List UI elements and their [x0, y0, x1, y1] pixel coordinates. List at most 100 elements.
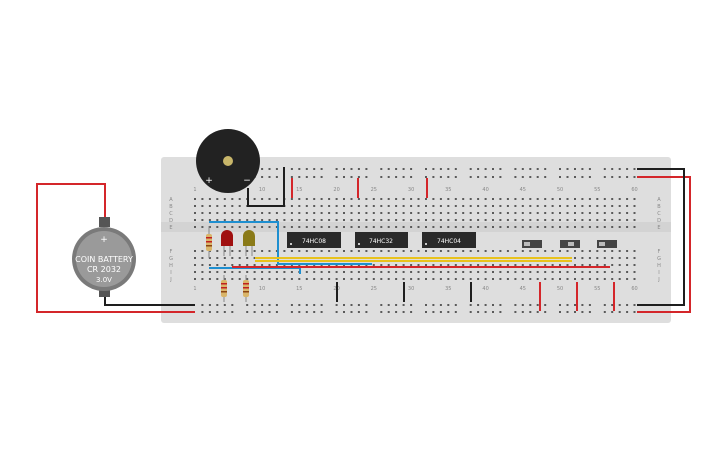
- breadboard-hole[interactable]: [559, 205, 561, 207]
- breadboard-hole[interactable]: [626, 304, 629, 306]
- breadboard-hole[interactable]: [320, 278, 323, 280]
- breadboard-hole[interactable]: [417, 205, 420, 207]
- breadboard-hole[interactable]: [551, 226, 554, 228]
- breadboard-hole[interactable]: [238, 257, 241, 259]
- breadboard-hole[interactable]: [402, 264, 405, 266]
- breadboard-hole[interactable]: [551, 271, 554, 273]
- breadboard-hole[interactable]: [499, 304, 502, 306]
- breadboard-hole[interactable]: [275, 278, 278, 280]
- breadboard-hole[interactable]: [343, 304, 345, 306]
- breadboard-hole[interactable]: [529, 176, 532, 178]
- breadboard-hole[interactable]: [432, 250, 435, 252]
- breadboard-hole[interactable]: [238, 226, 241, 228]
- breadboard-hole[interactable]: [238, 278, 241, 280]
- breadboard-hole[interactable]: [536, 212, 539, 214]
- breadboard-hole[interactable]: [477, 250, 480, 252]
- breadboard-hole[interactable]: [439, 271, 442, 273]
- breadboard-hole[interactable]: [603, 278, 606, 280]
- breadboard-hole[interactable]: [335, 304, 338, 306]
- breadboard-hole[interactable]: [521, 168, 524, 170]
- breadboard-hole[interactable]: [305, 304, 308, 306]
- breadboard-hole[interactable]: [417, 212, 420, 214]
- breadboard-hole[interactable]: [454, 250, 457, 252]
- breadboard-hole[interactable]: [514, 198, 517, 200]
- breadboard-hole[interactable]: [633, 176, 636, 178]
- breadboard-hole[interactable]: [529, 198, 532, 200]
- breadboard-hole[interactable]: [380, 278, 383, 280]
- breadboard-hole[interactable]: [305, 278, 308, 280]
- breadboard-hole[interactable]: [521, 198, 524, 200]
- breadboard-hole[interactable]: [432, 264, 435, 266]
- breadboard-hole[interactable]: [633, 198, 636, 200]
- breadboard-hole[interactable]: [350, 278, 353, 280]
- breadboard-hole[interactable]: [596, 226, 599, 228]
- breadboard-hole[interactable]: [626, 212, 629, 214]
- breadboard-hole[interactable]: [499, 205, 502, 207]
- breadboard-hole[interactable]: [298, 226, 301, 228]
- breadboard-hole[interactable]: [305, 198, 308, 200]
- breadboard-hole[interactable]: [335, 250, 338, 252]
- breadboard-hole[interactable]: [633, 311, 636, 313]
- breadboard-hole[interactable]: [298, 198, 301, 200]
- breadboard-hole[interactable]: [454, 168, 457, 170]
- breadboard-hole[interactable]: [201, 250, 204, 252]
- switch-3-knob[interactable]: [599, 242, 605, 246]
- piezo-buzzer[interactable]: + −: [196, 129, 260, 193]
- coin-battery[interactable]: + COIN BATTERY CR 2032 3.0V: [72, 217, 136, 297]
- breadboard-hole[interactable]: [477, 264, 480, 266]
- breadboard-hole[interactable]: [402, 219, 405, 221]
- breadboard-hole[interactable]: [492, 250, 494, 252]
- breadboard-hole[interactable]: [454, 271, 457, 273]
- breadboard-hole[interactable]: [305, 250, 308, 252]
- breadboard-hole[interactable]: [544, 219, 547, 221]
- breadboard-hole[interactable]: [588, 311, 591, 313]
- breadboard-hole[interactable]: [618, 304, 621, 306]
- breadboard-hole[interactable]: [469, 271, 472, 273]
- breadboard-hole[interactable]: [603, 271, 606, 273]
- breadboard-hole[interactable]: [611, 205, 614, 207]
- breadboard-hole[interactable]: [372, 198, 375, 200]
- breadboard-hole[interactable]: [261, 264, 264, 266]
- breadboard-hole[interactable]: [603, 198, 606, 200]
- breadboard-hole[interactable]: [425, 219, 427, 221]
- breadboard-hole[interactable]: [611, 219, 614, 221]
- breadboard-hole[interactable]: [350, 212, 353, 214]
- breadboard-hole[interactable]: [275, 212, 278, 214]
- breadboard-hole[interactable]: [313, 250, 316, 252]
- breadboard-hole[interactable]: [194, 212, 196, 214]
- breadboard-hole[interactable]: [633, 250, 636, 252]
- breadboard-hole[interactable]: [246, 311, 249, 313]
- breadboard-hole[interactable]: [447, 168, 450, 170]
- breadboard-hole[interactable]: [380, 271, 383, 273]
- breadboard-hole[interactable]: [492, 311, 494, 313]
- breadboard-hole[interactable]: [261, 278, 264, 280]
- breadboard-hole[interactable]: [402, 205, 405, 207]
- breadboard-hole[interactable]: [454, 264, 457, 266]
- breadboard-hole[interactable]: [357, 212, 360, 214]
- breadboard-hole[interactable]: [574, 168, 576, 170]
- breadboard-hole[interactable]: [350, 271, 353, 273]
- breadboard-hole[interactable]: [417, 198, 420, 200]
- breadboard-hole[interactable]: [626, 168, 629, 170]
- breadboard-hole[interactable]: [231, 219, 234, 221]
- breadboard-hole[interactable]: [216, 278, 219, 280]
- breadboard-hole[interactable]: [454, 311, 457, 313]
- breadboard-hole[interactable]: [618, 226, 621, 228]
- breadboard-hole[interactable]: [402, 250, 405, 252]
- breadboard-hole[interactable]: [201, 304, 204, 306]
- breadboard-hole[interactable]: [566, 264, 569, 266]
- breadboard-hole[interactable]: [223, 304, 226, 306]
- breadboard-hole[interactable]: [372, 226, 375, 228]
- breadboard-hole[interactable]: [372, 264, 375, 266]
- breadboard-hole[interactable]: [380, 168, 383, 170]
- breadboard-hole[interactable]: [380, 205, 383, 207]
- chip-74hc04[interactable]: 74HC04: [422, 232, 476, 248]
- breadboard-hole[interactable]: [581, 212, 584, 214]
- breadboard-hole[interactable]: [290, 176, 293, 178]
- breadboard-hole[interactable]: [492, 168, 494, 170]
- breadboard-hole[interactable]: [469, 250, 472, 252]
- rail-red-wire-right[interactable]: [637, 176, 691, 313]
- breadboard-hole[interactable]: [626, 250, 629, 252]
- breadboard-hole[interactable]: [544, 212, 547, 214]
- breadboard-hole[interactable]: [596, 257, 599, 259]
